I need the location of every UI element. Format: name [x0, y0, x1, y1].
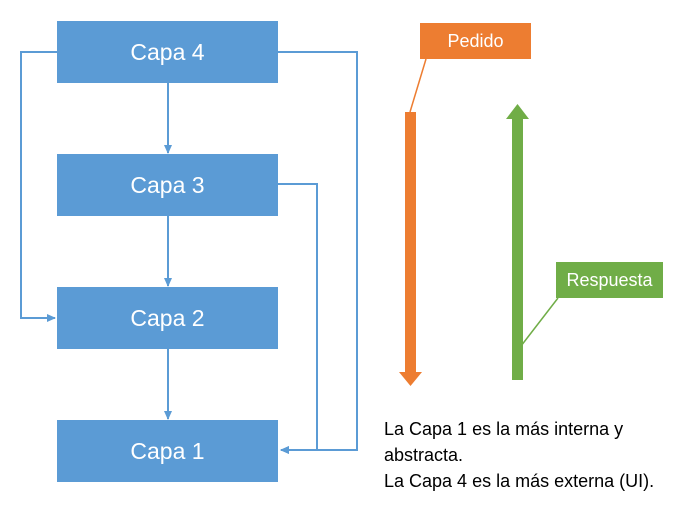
response-callout-label: Respuesta [566, 269, 653, 290]
request-arrow [399, 112, 422, 386]
request-callout-leader [409, 58, 427, 113]
request-callout-label: Pedido [447, 30, 504, 51]
note-line-1: La Capa 1 es la más interna y abstracta. [384, 419, 624, 465]
response-callout-leader [520, 297, 559, 347]
layer-capa-2: Capa 2 [57, 287, 278, 349]
response-arrow [506, 104, 529, 380]
layers-note: La Capa 1 es la más interna y abstracta.… [384, 416, 689, 494]
layer-capa-4: Capa 4 [57, 21, 278, 83]
layer-capa-1: Capa 1 [57, 420, 278, 482]
arrow-capa4-to-capa2 [20, 51, 57, 322]
note-line-2: La Capa 4 es la más externa (UI). [384, 471, 655, 491]
layer-capa-1-label: Capa 1 [130, 437, 205, 464]
arrow-capa3-to-capa1 [278, 183, 318, 454]
layer-capa-4-label: Capa 4 [130, 38, 205, 65]
layer-capa-3: Capa 3 [57, 154, 278, 216]
arrow-capa4-to-capa1 [278, 51, 358, 454]
response-callout: Respuesta [556, 262, 663, 298]
layer-capa-2-label: Capa 2 [130, 304, 205, 331]
request-callout: Pedido [420, 23, 531, 59]
layer-capa-3-label: Capa 3 [130, 171, 205, 198]
